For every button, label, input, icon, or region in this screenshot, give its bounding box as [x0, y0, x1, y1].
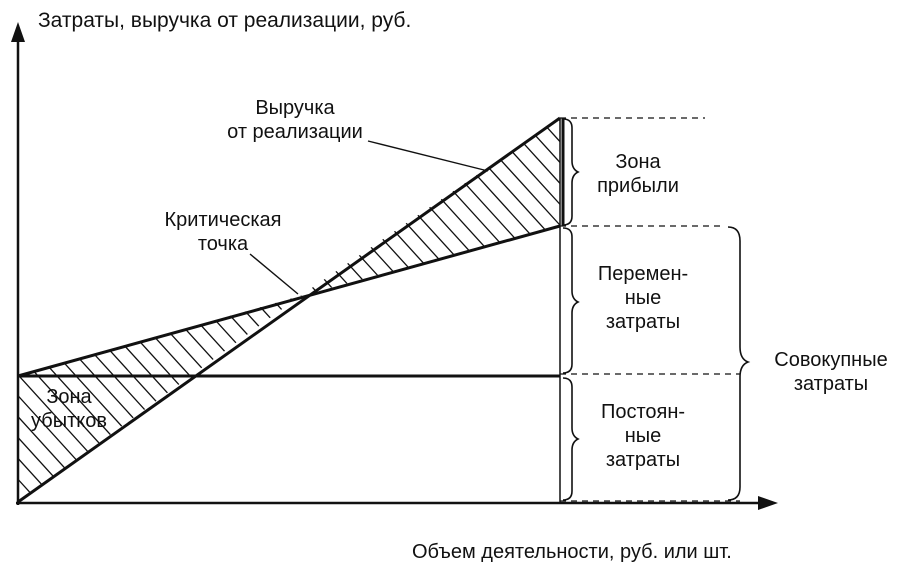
y-axis-label: Затраты, выручка от реализации, руб.: [38, 9, 412, 32]
loss-hatch-line: [148, 296, 300, 502]
profit-hatch-line: [0, 80, 258, 520]
profit-zone-label: Зона прибыли: [578, 150, 698, 198]
profit-hatch-line: [300, 118, 411, 296]
loss-hatch-line: [224, 296, 300, 502]
critical-point-label: Критическая точка: [138, 208, 308, 256]
loss-hatch-line: [18, 296, 151, 502]
loss-zone-label-line2: убытков: [31, 410, 107, 432]
loss-hatch-line: [18, 296, 300, 502]
loss-hatch-line: [18, 296, 227, 502]
profit-hatch-line: [0, 80, 239, 520]
total-costs-label-line2: затраты: [793, 373, 869, 395]
loss-hatch-line: [110, 296, 300, 502]
revenue-leader-line: [367, 140, 489, 172]
loss-hatch-line: [18, 296, 300, 502]
loss-hatch-line: [129, 296, 300, 502]
loss-hatch-line: [18, 296, 300, 502]
loss-hatch-line: [18, 296, 113, 502]
profit-hatch-line: [0, 80, 277, 520]
y-axis-arrow: [11, 22, 25, 42]
loss-hatch-line: [18, 296, 300, 502]
total-costs-brace: [727, 226, 751, 501]
total-costs-line: [17, 224, 561, 378]
loss-hatch-line: [53, 296, 300, 502]
total-costs-label-line1: Совокупные: [774, 349, 888, 371]
revenue-label-line2: от реализации: [227, 121, 363, 143]
loss-hatch-line: [18, 296, 56, 502]
loss-hatch-line: [34, 296, 300, 502]
profit-hatch-line: [300, 118, 335, 296]
profit-hatch-line: [300, 118, 560, 296]
fixed-costs-label-line1: Постоян-: [600, 401, 686, 423]
variable-costs-label-line3: затраты: [605, 311, 681, 333]
profit-hatch-line: [300, 118, 468, 296]
loss-hatch-line: [18, 296, 265, 502]
critical-point-label-line2: точка: [197, 233, 249, 255]
revenue-label: Выручка от реализации: [200, 96, 390, 144]
loss-hatch-line: [167, 296, 300, 502]
profit-zone-brace: [562, 118, 580, 226]
loss-zone-label-line1: Зона: [46, 386, 92, 408]
profit-zone-label-line2: прибыли: [597, 175, 679, 197]
loss-hatch-line: [205, 296, 300, 502]
loss-hatch-line: [18, 296, 94, 502]
loss-hatch-line: [0, 80, 17, 520]
profit-zone-hatch: [0, 80, 560, 520]
critical-point-label-line1: Критическая: [164, 209, 282, 231]
total-costs-label: Совокупные затраты: [752, 348, 910, 396]
critical-point-leader-line: [249, 253, 299, 295]
profit-hatch-line: [300, 118, 392, 296]
x-axis-label: Объем деятельности, руб. или шт.: [412, 541, 732, 563]
profit-hatch-line: [300, 118, 560, 296]
profit-hatch-line: [300, 118, 430, 296]
profit-hatch-line: [300, 118, 560, 296]
profit-hatch-line: [300, 118, 373, 296]
loss-hatch-line: [18, 296, 132, 502]
loss-hatch-line: [18, 296, 189, 502]
profit-hatch-line: [300, 118, 544, 296]
fixed-costs-label: Постоян- ные затраты: [578, 400, 708, 472]
profit-hatch-line: [300, 118, 525, 296]
profit-hatch-line: [300, 118, 354, 296]
loss-hatch-line: [18, 296, 300, 502]
profit-hatch-line: [484, 118, 560, 296]
loss-hatch-line: [18, 296, 284, 502]
x-axis-arrow: [758, 496, 778, 510]
profit-hatch-line: [300, 118, 487, 296]
variable-costs-label: Перемен- ные затраты: [578, 262, 708, 334]
profit-zone-label-line1: Зона: [615, 151, 661, 173]
fixed-costs-label-line2: ные: [624, 425, 662, 447]
profit-hatch-line: [0, 80, 296, 520]
profit-hatch-line: [446, 118, 560, 296]
loss-hatch-line: [72, 296, 300, 502]
revenue-line: [17, 116, 561, 504]
profit-hatch-line: [370, 118, 560, 296]
loss-hatch-line: [18, 296, 208, 502]
fixed-costs-label-line3: затраты: [605, 449, 681, 471]
profit-hatch-line: [300, 118, 316, 296]
variable-costs-brace: [562, 227, 580, 374]
variable-costs-label-line2: ные: [624, 287, 662, 309]
loss-zone-label: Зона убытков: [14, 385, 124, 433]
loss-hatch-line: [18, 296, 75, 502]
variable-costs-label-line1: Перемен-: [597, 263, 689, 285]
revenue-label-line1: Выручка: [255, 97, 335, 119]
fixed-costs-brace: [562, 377, 580, 501]
profit-hatch-line: [465, 118, 560, 296]
loss-hatch-line: [18, 296, 246, 502]
